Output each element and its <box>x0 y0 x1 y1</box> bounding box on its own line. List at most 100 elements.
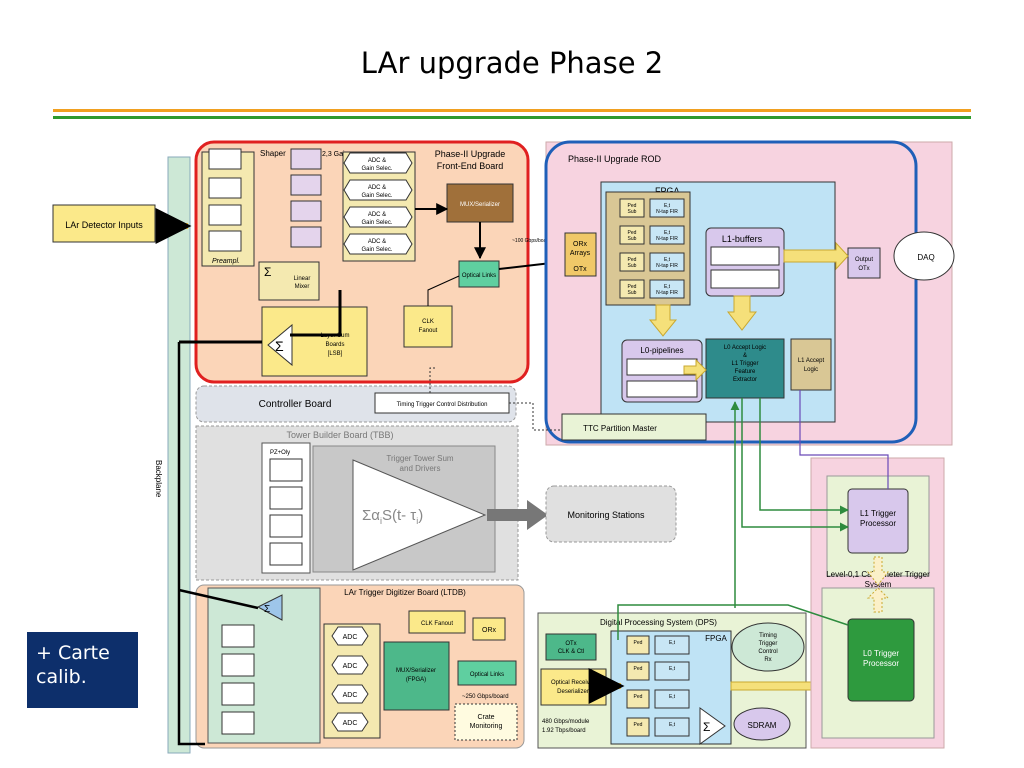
lsb-label-3: [LSB] <box>328 351 343 357</box>
rod-ped-1b: Sub <box>628 209 637 215</box>
ltdb-adc-3: ADC <box>343 692 358 699</box>
l0accept-2: & <box>743 353 747 359</box>
dps-timing-1: Timing <box>759 633 777 639</box>
ltdb-adc-4: ADC <box>343 720 358 727</box>
tbb-title: Tower Builder Board (TBB) <box>286 430 393 440</box>
dps-fir-4: E,t <box>669 722 676 728</box>
output-otx-2: OTx <box>858 266 869 272</box>
clk-label-1: CLK <box>422 319 434 325</box>
rod-fir-3b: N-tap FIR <box>656 263 678 269</box>
adc-cells <box>343 152 413 255</box>
adc-label-6: Gain Selec. <box>361 220 392 226</box>
rod-ped-3: Ped <box>628 257 637 263</box>
rod-ped-4b: Sub <box>628 290 637 296</box>
l0-accept-box <box>705 338 785 399</box>
adc-label-3: ADC & <box>368 185 386 191</box>
rod-fir-2b: N-tap FIR <box>656 236 678 242</box>
dps-title: Digital Processing System (DPS) <box>600 618 717 627</box>
ltdb-mux-2: (FPGA) <box>406 677 426 683</box>
rod-fir-cells <box>619 198 685 299</box>
rod-fpga-label: FPGA <box>655 186 680 196</box>
dps-fpga-label: FPGA <box>705 634 727 643</box>
dps-orx-box <box>540 668 607 706</box>
shaper-label: Shaper <box>260 149 286 158</box>
crate-label-2: Monitoring <box>470 723 503 730</box>
optical-label: Optical Links <box>462 273 496 279</box>
dps-timing-2: Trigger <box>759 641 778 647</box>
l1-buffers-label: L1-buffers <box>722 234 763 244</box>
ltdb-mux-box <box>383 641 450 711</box>
calib-callout: + Carte calib. <box>27 632 138 708</box>
dps-sigma: Σ <box>703 720 710 734</box>
dps-ped-1: Ped <box>634 640 643 646</box>
sigma-mixer: Σ <box>264 265 271 279</box>
mixer-label-2: Mixer <box>295 284 310 290</box>
optical-links-box <box>458 260 500 288</box>
l0-pipelines-label: L0-pipelines <box>640 346 683 355</box>
rod-ped-1: Ped <box>628 203 637 209</box>
dps-ped-2: Ped <box>634 666 643 672</box>
controller-label: Controller Board <box>259 399 332 410</box>
dps-otx-box <box>545 633 597 661</box>
rod-ped-2: Ped <box>628 230 637 236</box>
link-note: ~100 Gbps/board <box>512 238 551 244</box>
rod-blue-outline <box>544 140 918 444</box>
lar-inputs-box <box>52 204 156 243</box>
dps-otx-1: OTx <box>565 641 576 647</box>
ltdb-mux-1: MUX/Serializer <box>396 668 436 674</box>
orange-rule <box>53 109 971 112</box>
dps-orx-1: Optical Receiver <box>551 680 595 686</box>
monitoring-stations-box <box>545 485 677 543</box>
rod-ped-4: Ped <box>628 284 637 290</box>
backplane-label: Backplane <box>154 460 163 498</box>
shaper-cells <box>290 148 322 248</box>
dps-rate-2: 1.92 Tbps/board <box>542 728 586 734</box>
l0accept-4: Feature <box>735 369 756 375</box>
l0accept-3: L1 Trigger <box>731 361 758 367</box>
ltdb-adc-1: ADC <box>343 634 358 641</box>
ttcd-label: Timing Trigger Control Distribution <box>397 402 488 408</box>
dps-fir-1: E,t <box>669 640 676 646</box>
lsb-sigma: Σ <box>275 338 284 354</box>
rod-ped-2b: Sub <box>628 236 637 242</box>
ttc-label: TTC Partition Master <box>583 424 657 433</box>
monitoring-label: Monitoring Stations <box>567 510 645 520</box>
dps-timing-4: Rx <box>764 657 771 663</box>
dps-ped-4: Ped <box>634 722 643 728</box>
dps-fir-2: E,t <box>669 666 676 672</box>
ltdb-orx-box <box>472 617 506 641</box>
sdram-label: SDRAM <box>748 721 777 730</box>
adc-label-1: ADC & <box>368 158 386 164</box>
l0-trigger-box <box>847 618 915 702</box>
rod-fir-2: E,t <box>664 230 671 236</box>
tbb-pzo-label: PZ+Oly <box>270 450 290 456</box>
adc-label-5: ADC & <box>368 212 386 218</box>
ttc-partition-box <box>561 413 707 441</box>
daq-label: DAQ <box>917 253 934 262</box>
l0accept-1: L0 Accept Logic <box>724 345 766 351</box>
l1accept-1: L1 Accept <box>798 358 825 364</box>
clk-label-2: Fanout <box>419 328 438 334</box>
rod-fir-4: E,t <box>664 284 671 290</box>
ltdb-rate: ~250 Gbps/board <box>462 694 509 700</box>
rod-title: Phase-II Upgrade ROD <box>568 154 662 164</box>
crate-label-1: Crate <box>477 714 494 721</box>
ltdb-orx-label: ORx <box>482 627 497 634</box>
adc-label-7: ADC & <box>368 239 386 245</box>
ltdb-clk-fanout-box <box>408 610 466 634</box>
l1trigger-1: L1 Trigger <box>860 509 896 518</box>
rod-orx-1: ORx <box>573 241 588 248</box>
tts-label-2: and Drivers <box>400 464 441 473</box>
dps-otx-2: CLK & Ctl <box>558 649 584 655</box>
tbb-to-monitoring-arrow <box>487 500 548 530</box>
clk-fanout-box <box>403 305 453 348</box>
crate-monitoring-box <box>454 703 518 741</box>
dps-rate-1: 480 Gbps/module <box>542 719 590 725</box>
frontend-title1: Phase-II Upgrade <box>435 149 506 159</box>
ltdb-sigma: Σ <box>264 604 270 615</box>
mixer-label-1: Linear <box>294 276 311 282</box>
l0trigger-1: L0 Trigger <box>863 649 899 658</box>
ltdb-adc-2: ADC <box>343 663 358 670</box>
rod-fir-3: E,t <box>664 257 671 263</box>
